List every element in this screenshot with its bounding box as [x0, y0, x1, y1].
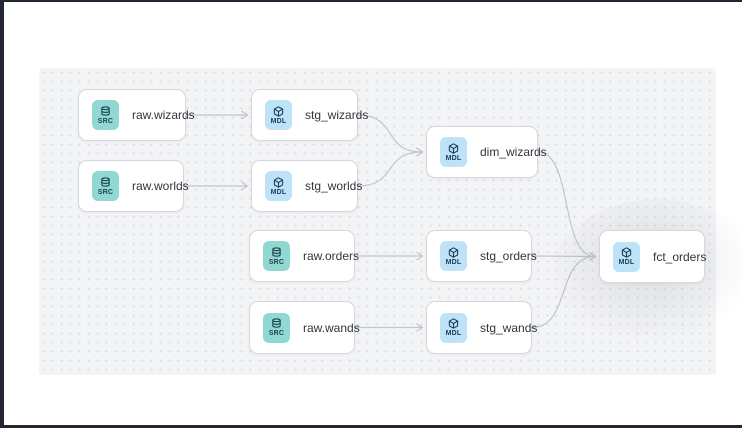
node-dim-wizards[interactable]: MDL dim_wizards	[426, 126, 547, 178]
node-label: stg_worlds	[305, 179, 363, 193]
node-type-label: MDL	[445, 154, 462, 162]
window-frame-bottom	[0, 425, 742, 428]
node-label: stg_wands	[480, 320, 538, 335]
node-type-badge: MDL	[613, 241, 640, 272]
node-type-badge: SRC	[92, 171, 119, 201]
cube-icon	[448, 142, 459, 154]
node-raw-wizards[interactable]: SRC raw.wizards	[78, 89, 195, 141]
node-label: stg_orders	[480, 249, 537, 263]
node-type-badge: SRC	[263, 241, 290, 271]
node-label: raw.wands	[303, 320, 360, 335]
node-stg-wands[interactable]: MDL stg_wands	[426, 301, 537, 354]
node-stg-orders[interactable]: MDL stg_orders	[426, 230, 537, 282]
node-label: raw.orders	[303, 249, 360, 263]
window-frame-left	[0, 0, 4, 428]
node-raw-orders[interactable]: SRC raw.orders	[249, 230, 359, 282]
node-type-label: MDL	[270, 188, 287, 196]
cube-icon	[448, 246, 459, 258]
database-icon	[100, 176, 111, 188]
cube-icon	[621, 247, 632, 258]
node-label: dim_wizards	[480, 145, 547, 159]
node-stg-worlds[interactable]: MDL stg_worlds	[251, 160, 362, 212]
cube-icon	[448, 318, 459, 329]
database-icon	[271, 246, 282, 258]
node-type-label: SRC	[268, 258, 285, 266]
node-raw-wands[interactable]: SRC raw.wands	[249, 301, 360, 354]
database-icon	[271, 318, 282, 329]
node-type-label: MDL	[618, 259, 635, 266]
node-type-badge: MDL	[440, 312, 467, 343]
node-type-label: SRC	[97, 188, 114, 196]
node-type-label: MDL	[270, 117, 287, 125]
node-label: raw.worlds	[132, 179, 189, 193]
node-type-badge: MDL	[265, 171, 292, 201]
node-label: fct_orders	[653, 249, 707, 264]
node-type-badge: MDL	[440, 241, 467, 271]
node-label: raw.wizards	[132, 108, 195, 122]
node-type-label: SRC	[268, 330, 285, 337]
database-icon	[100, 105, 111, 117]
node-raw-worlds[interactable]: SRC raw.worlds	[78, 160, 189, 212]
node-type-label: MDL	[445, 330, 462, 337]
node-type-badge: SRC	[92, 100, 119, 130]
node-label: stg_wizards	[305, 108, 369, 122]
node-type-badge: SRC	[263, 312, 290, 343]
node-type-badge: MDL	[440, 137, 467, 167]
node-type-label: SRC	[97, 117, 114, 125]
node-type-label: MDL	[445, 258, 462, 266]
cube-icon	[273, 176, 284, 188]
window-frame-top	[0, 0, 742, 2]
cube-icon	[273, 105, 284, 117]
node-fct-orders[interactable]: MDL fct_orders	[552, 199, 742, 350]
node-stg-wizards[interactable]: MDL stg_wizards	[251, 89, 368, 141]
node-type-badge: MDL	[265, 100, 292, 130]
